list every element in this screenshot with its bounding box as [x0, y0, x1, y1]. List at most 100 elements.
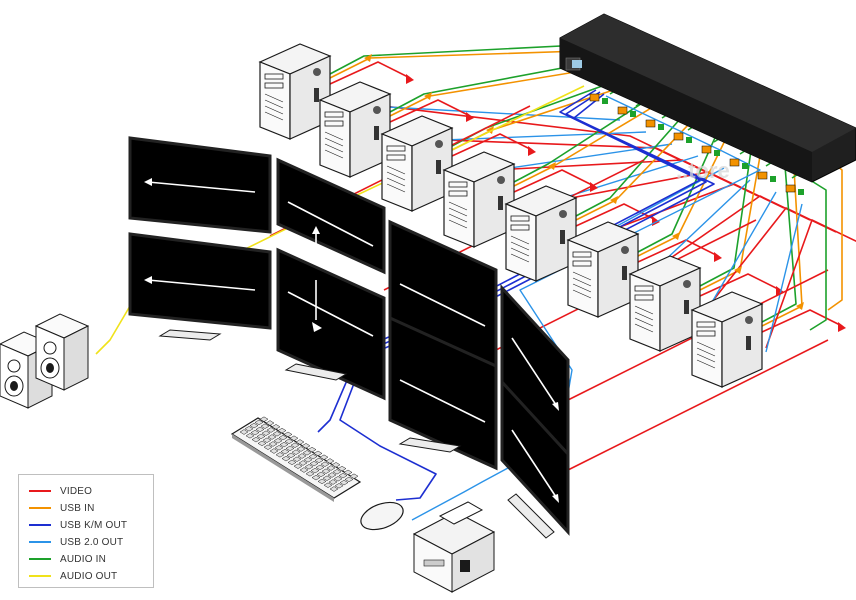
keyboard-key	[338, 472, 348, 479]
keyboard-key	[255, 426, 265, 433]
keyboard-key	[320, 461, 330, 467]
switch-port	[701, 145, 712, 154]
keyboard-key	[325, 458, 335, 464]
keyboard-key	[309, 460, 319, 467]
cable-arrow	[838, 322, 846, 332]
keyboard-key	[308, 453, 318, 460]
legend-item-usb20-out: USB 2.0 OUT	[29, 534, 123, 550]
keyboard-key	[271, 424, 281, 430]
keyboard-key	[304, 464, 314, 470]
keyboard-key	[329, 486, 339, 492]
keyboard-key	[286, 452, 296, 459]
keyboard-key	[339, 479, 349, 486]
monitor-1	[128, 136, 272, 234]
keyboard-key	[321, 468, 331, 474]
keyboard-key	[254, 419, 264, 426]
speakers	[0, 313, 90, 409]
keyboard-key	[273, 438, 283, 444]
keyboard-key	[280, 448, 290, 455]
keyboard-key	[277, 427, 287, 434]
legend-item-usb-in: USB IN	[29, 500, 95, 516]
video-cable	[451, 133, 533, 157]
keyboard	[230, 416, 362, 502]
keyboard-key	[256, 433, 266, 440]
switch-port	[714, 150, 720, 156]
legend-swatch	[29, 490, 51, 492]
video-cable	[513, 169, 595, 193]
keyboard-key	[296, 446, 306, 452]
computer-tower	[319, 81, 391, 178]
monitor-3	[276, 157, 386, 275]
cable-arrow	[672, 232, 680, 240]
keyboard-key	[239, 429, 249, 435]
video-cable	[567, 339, 829, 471]
keyboard-key	[285, 445, 295, 452]
computer-tower	[505, 185, 577, 282]
legend-label: USB K/M OUT	[60, 519, 128, 531]
keyboard-key	[289, 435, 299, 441]
kvm-switch	[559, 13, 856, 195]
keyboard-key	[295, 439, 305, 445]
keyboard-key	[311, 474, 321, 481]
switch-port	[742, 163, 748, 169]
keyboard-key	[268, 441, 278, 447]
cable-arrow	[466, 112, 474, 122]
computer-tower	[567, 221, 639, 318]
legend-swatch	[29, 524, 51, 526]
cable-arrow	[406, 74, 414, 84]
keyboard-key	[245, 433, 255, 439]
cable-arrow	[590, 182, 598, 192]
legend-item-usb-km-out: USB K/M OUT	[29, 517, 127, 533]
keyboard-key	[316, 471, 326, 478]
legend-item-audio-in: AUDIO IN	[29, 551, 106, 567]
keyboard-key	[244, 426, 254, 432]
video-cable	[329, 61, 411, 85]
video-cable	[389, 99, 471, 123]
monitor-2	[128, 232, 272, 341]
keyboard-key	[323, 482, 333, 488]
keyboard-key	[257, 440, 267, 447]
keyboard-key	[269, 448, 279, 454]
keyboard-key	[343, 469, 353, 476]
switch-port	[602, 98, 608, 104]
switch-port	[630, 111, 636, 117]
legend-swatch	[29, 541, 51, 543]
switch-port	[645, 119, 656, 128]
computer-tower	[443, 151, 515, 248]
keyboard-key	[260, 423, 270, 429]
legend-label: USB IN	[60, 502, 95, 514]
computer-tower	[381, 115, 453, 212]
keyboard-key	[322, 475, 332, 481]
keyboard-key	[266, 427, 276, 433]
usb20-out-cable	[411, 95, 761, 521]
legend-label: VIDEO	[60, 485, 93, 497]
audio-in-cable	[809, 179, 827, 331]
keyboard-key	[283, 431, 293, 438]
keyboard-key	[331, 462, 341, 468]
cable-arrow	[776, 286, 784, 296]
keyboard-key	[293, 463, 303, 469]
cable-arrow	[486, 126, 494, 134]
switch-port	[686, 137, 692, 143]
keyboard-key	[303, 457, 313, 463]
keyboard-key	[305, 471, 315, 477]
keyboard-key	[314, 457, 324, 464]
keyboard-key	[328, 479, 338, 485]
legend-item-audio-out: AUDIO OUT	[29, 568, 117, 584]
legend-item-video: VIDEO	[29, 483, 92, 499]
keyboard-key	[301, 443, 311, 449]
mouse	[360, 501, 404, 531]
keyboard-key	[272, 431, 282, 437]
keyboard-key	[265, 420, 275, 426]
keyboard-key	[299, 467, 309, 473]
cable-arrow	[734, 266, 742, 274]
switch-port	[798, 189, 804, 195]
switch-port	[785, 184, 796, 193]
keyboard-key	[287, 459, 297, 466]
switch-port	[658, 124, 664, 130]
switch-port	[617, 106, 628, 115]
keyboard-key	[279, 441, 289, 448]
cable-arrow	[424, 92, 432, 100]
legend: VIDEO USB IN USB K/M OUT USB 2.0 OUT AUD…	[18, 474, 154, 588]
computer-tower	[691, 291, 763, 388]
